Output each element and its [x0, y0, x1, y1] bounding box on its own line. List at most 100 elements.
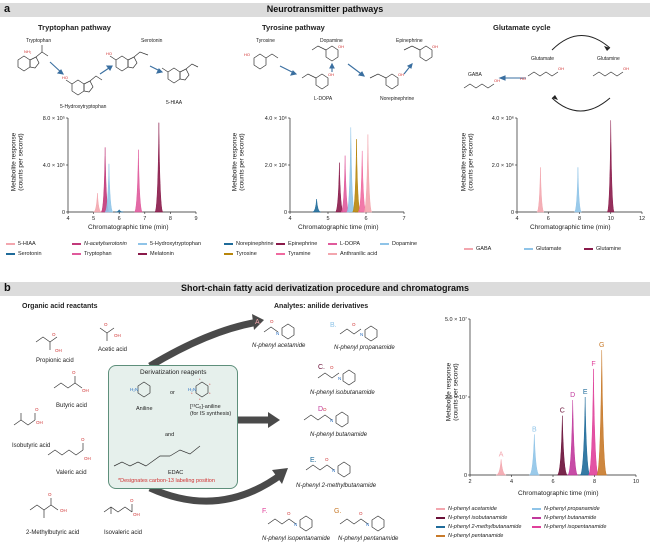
peak-label: A [499, 451, 504, 458]
svg-text:O: O [130, 498, 134, 503]
legend-swatch [6, 243, 15, 245]
legend-label: N-phenyl butanamide [544, 515, 597, 521]
x-tick-label: 6 [551, 479, 554, 485]
glutamate-structures: OH HO OH OH [463, 35, 629, 112]
svg-text:NH₂: NH₂ [24, 49, 32, 54]
svg-text:O: O [287, 511, 291, 516]
analyte-name-d: N-phenyl butanamide [310, 432, 368, 438]
or-label: or [170, 390, 175, 396]
legend-item: Epinephrine [276, 241, 317, 247]
peak-5-hydroxytryptophan [104, 163, 114, 213]
peak-anthranilic-acid [363, 134, 373, 213]
legend-swatch [436, 508, 445, 510]
panel-a-title: Neurotransmitter pathways [266, 4, 384, 14]
legend-item: Glutamine [584, 246, 621, 252]
svg-text:N: N [360, 332, 363, 337]
legend-item: Tyramine [276, 251, 311, 257]
molecule-label-epinephrine: Epinephrine [396, 38, 423, 44]
analyte-name-a: N-phenyl acetamide [252, 343, 306, 349]
svg-text:OH: OH [84, 456, 91, 461]
x-tick-label: 12 [639, 216, 645, 222]
legend-item: Glutamate [524, 246, 561, 252]
tyrosine-structures: HO OH OH OH OH [244, 44, 438, 90]
legend-swatch [138, 243, 147, 245]
x-tick-label: 6 [547, 216, 550, 222]
peak-label: G [599, 342, 604, 349]
y-tick-label: 2.0 × 10⁶ [265, 162, 287, 169]
legend-item: N-phenyl 2-methylbutanamide [436, 524, 521, 530]
reactant-propionic-acid: Propionic acid [36, 358, 74, 364]
legend-item: N-phenyl butanamide [532, 515, 596, 521]
legend-label: Dopamine [392, 241, 418, 247]
svg-text:OH: OH [55, 348, 62, 353]
analytes-title: Analytes: anilide derivatives [274, 303, 369, 310]
chart-b-ylabel: Metabolite response(counts per second) [445, 362, 460, 422]
legend-item: N-phenyl isopentanamide [532, 524, 606, 530]
analyte-letter-a: A. [255, 319, 262, 326]
svg-text:N: N [330, 418, 333, 423]
svg-text:HO: HO [62, 75, 68, 80]
legend-label: 5-HIAA [18, 241, 36, 247]
legend-item: L-DOPA [328, 241, 360, 247]
svg-text:N: N [338, 376, 341, 381]
legend-swatch [72, 253, 81, 255]
legend-item: N-phenyl propanamide [532, 506, 600, 512]
reactant-butyric-acid: Butyric acid [56, 403, 88, 409]
legend-swatch [532, 508, 541, 510]
legend-swatch [138, 253, 147, 255]
legend-item: N-phenyl acetamide [436, 506, 497, 512]
svg-text:O: O [48, 492, 52, 497]
legend-swatch [436, 526, 445, 528]
legend-label: Anthranilic acid [340, 251, 378, 257]
svg-text:O: O [81, 437, 85, 442]
svg-text:O: O [72, 370, 76, 375]
x-tick-label: 5 [92, 216, 95, 222]
svg-text:HO: HO [244, 52, 250, 57]
legend-item: Tyrosine [224, 251, 257, 257]
tryptophan-pathway-title: Tryptophan pathway [38, 23, 111, 32]
chart-a1-xlabel: Chromatographic time (min) [88, 224, 169, 231]
svg-text:*: * [209, 382, 211, 387]
carbon13-note: *Designates carbon-13 labeling position [118, 478, 215, 484]
x-tick-label: 8 [578, 216, 581, 222]
legend-label: L-DOPA [340, 241, 361, 247]
legend-item: Tryptophan [72, 251, 112, 257]
svg-text:N: N [276, 331, 279, 336]
peak-glutamate [574, 167, 582, 213]
peak-b [529, 434, 540, 476]
y-tick-label: 2.0 × 10⁶ [492, 162, 514, 169]
legend-item: Dopamine [380, 241, 417, 247]
analyte-letter-g: G. [334, 508, 342, 515]
molecule-label-norepinephrine: Norepinephrine [380, 96, 415, 102]
y-tick-label: 8.0 × 10⁵ [43, 115, 65, 122]
peak-f [588, 368, 599, 476]
x-tick-label: 8 [169, 216, 172, 222]
peak-label: C [560, 408, 565, 415]
analyte-letter-e: E. [310, 457, 317, 464]
svg-text:O: O [330, 365, 334, 370]
peak-label: D [570, 392, 575, 399]
analyte-letter-b: B. [330, 322, 337, 329]
svg-text:N: N [294, 522, 297, 527]
legend-swatch [72, 243, 81, 245]
analyte-letter-d: D. [318, 406, 325, 413]
reactant-valeric-acid: Valeric acid [56, 470, 87, 476]
legend-label: N-phenyl isopentanamide [544, 524, 607, 530]
peak-norepinephrine [312, 199, 321, 213]
c13-aniline-label: [¹³C₆]-aniline [190, 404, 221, 410]
x-tick-label: 10 [633, 479, 639, 485]
molecule-label-5-hiaa: 5-HIAA [166, 100, 183, 106]
legend-swatch [532, 526, 541, 528]
panel-b-title: Short-chain fatty acid derivatization pr… [180, 283, 470, 293]
legend-item: Serotonin [6, 251, 42, 257]
svg-text:OH: OH [133, 512, 140, 517]
legend-item: N-acetylserotonin [72, 241, 127, 247]
svg-text:OH: OH [558, 66, 564, 71]
legend-label: N-phenyl propanamide [544, 506, 600, 512]
reactant-isovaleric-acid: Isovaleric acid [104, 530, 143, 536]
svg-text:O: O [325, 457, 329, 462]
